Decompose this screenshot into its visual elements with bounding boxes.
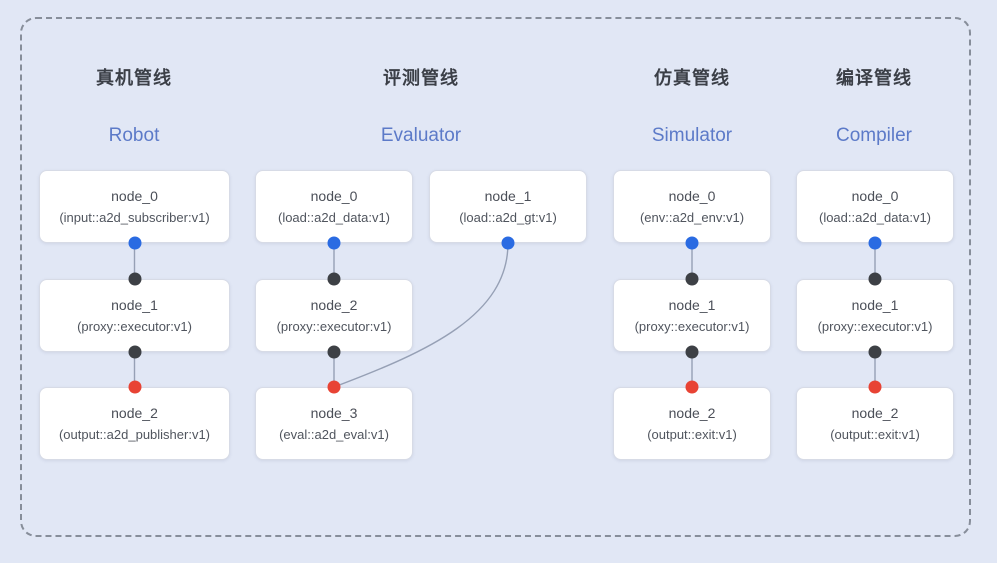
blue-port-dot bbox=[868, 236, 882, 250]
blue-port-dot bbox=[327, 236, 341, 250]
node-label: node_1 bbox=[668, 296, 716, 313]
node-label: node_2 bbox=[851, 404, 899, 421]
graph-node-evaluator-node_3: node_3(eval::a2d_eval:v1) bbox=[255, 387, 413, 460]
blue-port-dot bbox=[128, 236, 141, 250]
dark-port-dot bbox=[868, 345, 882, 359]
graph-node-evaluator-node_2: node_2(proxy::executor:v1) bbox=[255, 279, 413, 352]
node-sublabel: (proxy::executor:v1) bbox=[634, 318, 750, 334]
blue-port-dot bbox=[685, 236, 699, 250]
pipeline-title-simulator: 仿真管线 bbox=[654, 68, 730, 88]
graph-node-evaluator-node_1: node_1(load::a2d_gt:v1) bbox=[429, 170, 587, 243]
red-port-dot bbox=[128, 380, 141, 394]
graph-node-simulator-node_1: node_1(proxy::executor:v1) bbox=[613, 279, 771, 352]
dark-port-dot bbox=[327, 272, 341, 286]
graph-node-compiler-node_1: node_1(proxy::executor:v1) bbox=[796, 279, 954, 352]
dark-port-dot bbox=[128, 272, 141, 286]
pipeline-subtitle-robot: Robot bbox=[108, 125, 160, 146]
red-port-dot bbox=[685, 380, 699, 394]
node-sublabel: (load::a2d_data:v1) bbox=[277, 209, 391, 225]
node-label: node_3 bbox=[310, 404, 358, 421]
dark-port-dot bbox=[685, 345, 699, 359]
graph-node-evaluator-node_0: node_0(load::a2d_data:v1) bbox=[255, 170, 413, 243]
node-sublabel: (output::a2d_publisher:v1) bbox=[58, 426, 211, 442]
graph-node-compiler-node_0: node_0(load::a2d_data:v1) bbox=[796, 170, 954, 243]
node-sublabel: (eval::a2d_eval:v1) bbox=[279, 426, 389, 442]
node-sublabel: (proxy::executor:v1) bbox=[77, 318, 192, 334]
red-port-dot bbox=[327, 380, 341, 394]
pipeline-title-robot: 真机管线 bbox=[96, 68, 172, 88]
node-label: node_0 bbox=[111, 187, 158, 204]
node-label: node_1 bbox=[484, 187, 532, 204]
blue-port-dot bbox=[501, 236, 515, 250]
pipeline-title-compiler: 编译管线 bbox=[836, 68, 912, 88]
node-sublabel: (env::a2d_env:v1) bbox=[639, 209, 745, 225]
red-port-dot bbox=[868, 380, 882, 394]
node-sublabel: (proxy::executor:v1) bbox=[817, 318, 933, 334]
node-sublabel: (output::exit:v1) bbox=[830, 426, 920, 442]
pipeline-subtitle-evaluator: Evaluator bbox=[380, 125, 462, 146]
node-label: node_2 bbox=[310, 296, 358, 313]
pipeline-title-evaluator: 评测管线 bbox=[383, 68, 459, 88]
node-label: node_0 bbox=[851, 187, 899, 204]
dark-port-dot bbox=[128, 345, 141, 359]
pipeline-subtitle-simulator: Simulator bbox=[651, 125, 733, 146]
graph-node-simulator-node_2: node_2(output::exit:v1) bbox=[613, 387, 771, 460]
dark-port-dot bbox=[868, 272, 882, 286]
pipeline-subtitle-compiler: Compiler bbox=[835, 125, 913, 146]
node-sublabel: (load::a2d_gt:v1) bbox=[459, 209, 557, 225]
node-label: node_1 bbox=[111, 296, 158, 313]
graph-node-compiler-node_2: node_2(output::exit:v1) bbox=[796, 387, 954, 460]
node-label: node_0 bbox=[310, 187, 358, 204]
node-sublabel: (input::a2d_subscriber:v1) bbox=[59, 209, 210, 225]
node-label: node_1 bbox=[851, 296, 899, 313]
node-label: node_0 bbox=[668, 187, 716, 204]
graph-node-robot-node_1: node_1(proxy::executor:v1) bbox=[39, 279, 230, 352]
node-sublabel: (load::a2d_data:v1) bbox=[818, 209, 932, 225]
graph-node-robot-node_2: node_2(output::a2d_publisher:v1) bbox=[39, 387, 230, 460]
node-sublabel: (output::exit:v1) bbox=[647, 426, 737, 442]
node-label: node_2 bbox=[668, 404, 716, 421]
dashed-frame bbox=[20, 17, 971, 537]
graph-node-robot-node_0: node_0(input::a2d_subscriber:v1) bbox=[39, 170, 230, 243]
dark-port-dot bbox=[327, 345, 341, 359]
node-label: node_2 bbox=[111, 404, 158, 421]
edge-curve bbox=[333, 242, 509, 388]
node-sublabel: (proxy::executor:v1) bbox=[276, 318, 392, 334]
dark-port-dot bbox=[685, 272, 699, 286]
graph-node-simulator-node_0: node_0(env::a2d_env:v1) bbox=[613, 170, 771, 243]
